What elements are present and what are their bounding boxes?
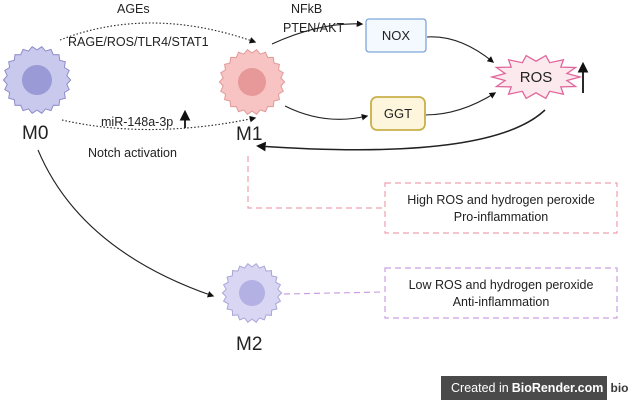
- edge-label-ages: AGEs: [117, 2, 150, 16]
- ggt-label: GGT: [384, 106, 412, 121]
- nox-box: [365, 18, 427, 53]
- m2-label: M2: [236, 334, 262, 355]
- edge-m1-nox: [271, 20, 364, 45]
- edge-m1-note-connector: [247, 156, 384, 209]
- edge-m0-m1-ages: [59, 22, 257, 44]
- biorender-logo-icon: bio: [606, 376, 632, 400]
- ros-burst-icon: [489, 54, 583, 100]
- edge-nox-ros: [426, 36, 495, 63]
- edge-ggt-ros: [424, 92, 497, 116]
- edge-m0-m2: [37, 149, 215, 298]
- macrophage-m2-icon: [221, 262, 283, 324]
- biorender-watermark[interactable]: Created in BioRender.com bio: [441, 376, 632, 400]
- edge-m2-note-connector: [283, 291, 385, 295]
- watermark-prefix: Created in: [451, 381, 509, 395]
- note-box-m2: [384, 267, 618, 319]
- nox-label: NOX: [382, 28, 411, 43]
- edge-label-rage: RAGE/ROS/TLR4/STAT1: [68, 35, 209, 49]
- note-m2-line1: Low ROS and hydrogen peroxide: [409, 278, 594, 292]
- edge-label-notch: Notch activation: [88, 146, 177, 160]
- edge-label-nfkb: NFkB: [291, 2, 322, 16]
- m0-nucleus: [22, 65, 52, 95]
- edge-m0-m1-mir: [61, 115, 257, 131]
- m0-label: M0: [22, 123, 48, 144]
- macrophage-m0-icon: [2, 46, 72, 114]
- ros-label: ROS: [520, 69, 553, 86]
- edge-label-mir: miR-148a-3p: [101, 115, 173, 129]
- note-m2-line2: Anti-inflammation: [453, 295, 550, 309]
- m1-label: M1: [236, 124, 262, 145]
- note-box-m1: [384, 182, 618, 234]
- macrophage-m1-icon: [218, 49, 286, 115]
- edge-label-pten: PTEN/AKT: [283, 21, 344, 35]
- ggt-box: [370, 96, 426, 131]
- edge-m1-ggt: [284, 105, 369, 121]
- m1-nucleus: [238, 68, 266, 96]
- note-m1-line2: Pro-inflammation: [454, 210, 549, 224]
- watermark-brand: BioRender.com: [511, 381, 604, 395]
- m2-nucleus: [239, 280, 265, 306]
- note-m1-line1: High ROS and hydrogen peroxide: [407, 193, 595, 207]
- edge-ros-m1-feedback: [256, 109, 546, 152]
